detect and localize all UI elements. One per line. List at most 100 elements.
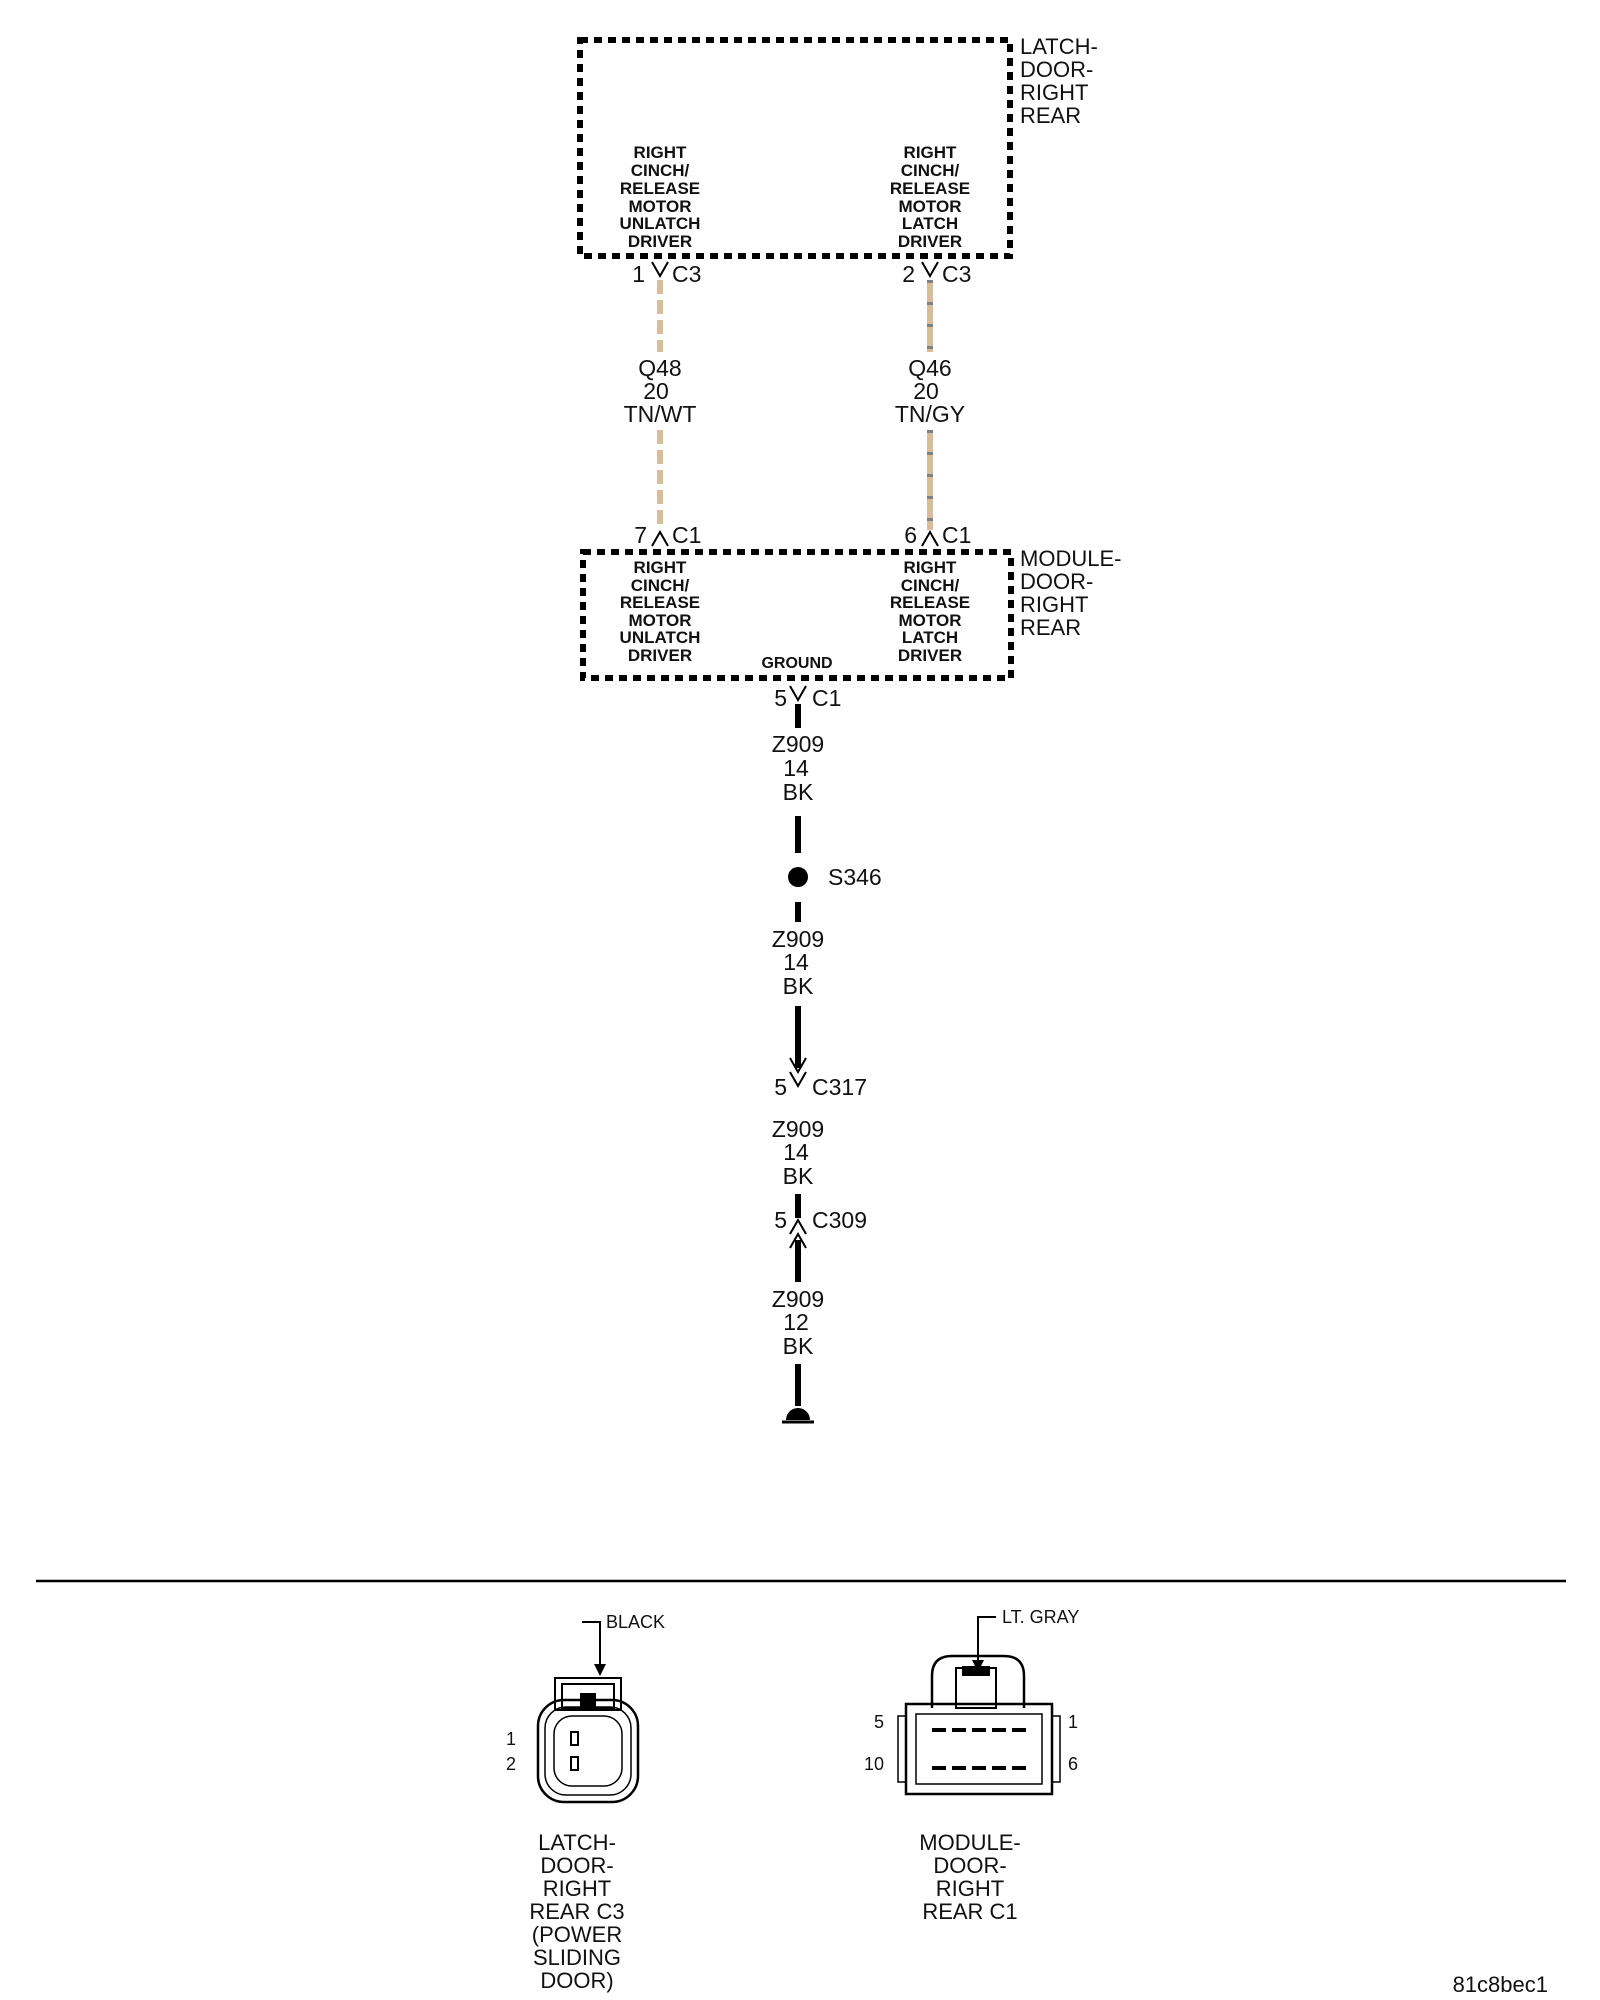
wire-circuit: Z909 (772, 1286, 824, 1312)
latch-component-name: LATCH- DOOR- RIGHT REAR (1020, 34, 1098, 128)
pin-function-line: LATCH (902, 628, 958, 647)
pin-function-line: UNLATCH (620, 628, 701, 647)
cavity-number: 2 (902, 261, 915, 287)
module-pin7-function: RIGHT CINCH/ RELEASE MOTOR UNLATCH DRIVE… (620, 558, 701, 665)
connector-name: C309 (812, 1207, 867, 1233)
wire-circuit: Q46 (908, 355, 951, 381)
wire-q48-label: Q48 20 TN/WT (624, 355, 697, 427)
cavity-number: 1 (632, 261, 645, 287)
diagram-id: 81c8bec1 (1453, 1972, 1548, 1997)
wire-circuit: Z909 (772, 1116, 824, 1142)
caption-line: DOOR- (540, 1853, 613, 1878)
connector-housing-inner (544, 1706, 632, 1796)
cavity-number: 6 (904, 522, 917, 548)
caption-line: DOOR) (540, 1968, 613, 1993)
pin-function-line: DRIVER (898, 232, 962, 251)
inline-connector-c317: 5 C317 (774, 1057, 867, 1100)
connector-name: C1 (672, 522, 701, 548)
pin-number: 5 (874, 1712, 884, 1732)
color-leader-line (977, 1616, 996, 1667)
pin-number: 6 (1068, 1754, 1078, 1774)
wire-color: TN/GY (895, 401, 965, 427)
terminal-row-bottom (932, 1766, 1026, 1770)
latch-pin1-connector: 1 C3 (632, 261, 701, 287)
connector-symbol (921, 529, 939, 547)
pin-number: 1 (1068, 1712, 1078, 1732)
connector-name: C3 (942, 261, 971, 287)
wire-z909-a-label: Z909 14 BK (772, 731, 824, 805)
latch-name-line: DOOR- (1020, 57, 1093, 82)
pin-number: 2 (506, 1754, 516, 1774)
wire-color: BK (783, 779, 814, 805)
module-pin5-connector: 5 C1 (774, 685, 841, 711)
latch-pin2-connector: 2 C3 (902, 261, 971, 287)
wire-q46-label: Q46 20 TN/GY (895, 355, 965, 427)
pin-function-line: MOTOR (629, 197, 692, 216)
latch-pin1-function: RIGHT CINCH/ RELEASE MOTOR UNLATCH DRIVE… (620, 143, 701, 251)
connector-symbol (789, 1057, 807, 1075)
connector-face (915, 1713, 1043, 1785)
module-component-box (580, 549, 1014, 681)
connector-symbol (789, 685, 807, 703)
wire-color: BK (783, 1163, 814, 1189)
caption-line: LATCH- (538, 1830, 616, 1855)
wire-z909-d-label: Z909 12 BK (772, 1286, 824, 1359)
pin-function-line: UNLATCH (620, 214, 701, 233)
caption-line: REAR C1 (922, 1899, 1017, 1924)
pin-function-line: CINCH/ (631, 161, 690, 180)
cavity-number: 5 (774, 685, 787, 711)
wire-gauge: 12 (783, 1309, 809, 1335)
connector-name: C1 (812, 685, 841, 711)
pin-number: 1 (506, 1729, 516, 1749)
wire-color: BK (783, 1333, 814, 1359)
caption-line: RIGHT (936, 1876, 1004, 1901)
pin-function-line: RIGHT (634, 143, 688, 162)
housing-rib-left (897, 1715, 907, 1783)
connector-face (553, 1715, 623, 1787)
pin-function-line: RIGHT (904, 558, 958, 577)
connector-symbol (651, 261, 669, 279)
connector-symbol (789, 1071, 807, 1089)
housing-rib-right (1051, 1715, 1061, 1783)
caption-line: MODULE- (919, 1830, 1020, 1855)
caption-line: REAR C3 (529, 1899, 624, 1924)
wire-circuit: Z909 (772, 731, 824, 757)
module-name-line: MODULE- (1020, 546, 1121, 571)
connector-housing (904, 1702, 1054, 1796)
cavity-number: 5 (774, 1207, 787, 1233)
wire-z909-c-label: Z909 14 BK (772, 1116, 824, 1189)
pin-function-line: CINCH/ (901, 161, 960, 180)
cavity-number: 7 (634, 522, 647, 548)
wire-gauge: 14 (783, 1139, 809, 1165)
cavity-number: 5 (774, 1074, 787, 1100)
module-component-name: MODULE- DOOR- RIGHT REAR (1020, 546, 1121, 640)
connector-symbol (651, 529, 669, 547)
wire-gauge: 20 (643, 378, 669, 404)
pin-function-line: MOTOR (629, 611, 692, 630)
latch-name-line: LATCH- (1020, 34, 1098, 59)
module-name-line: REAR (1020, 615, 1081, 640)
module-connector-view: LT. GRAY 5 1 10 6 (864, 1607, 1079, 1796)
ground-symbol (782, 1408, 814, 1424)
pin-function-line: DRIVER (628, 232, 692, 251)
wire-circuit: Q48 (638, 355, 681, 381)
color-leader-line (582, 1621, 601, 1671)
connector-symbol (789, 1231, 807, 1249)
connector-lock (962, 1666, 990, 1676)
pin-function-line: LATCH (902, 214, 958, 233)
connector-latch-tab (554, 1677, 622, 1711)
wire-gauge: 20 (913, 378, 939, 404)
pin-function-line: DRIVER (898, 646, 962, 665)
splice-label: S346 (828, 864, 882, 890)
pin-number: 10 (864, 1754, 884, 1774)
module-connector-caption: MODULE- DOOR- RIGHT REAR C1 (919, 1830, 1020, 1924)
terminal-cavity (570, 1731, 579, 1746)
wire-gauge: 14 (783, 949, 809, 975)
latch-name-line: REAR (1020, 103, 1081, 128)
connector-symbol (789, 1217, 807, 1235)
module-pin6-connector: 6 C1 (904, 522, 971, 548)
connector-name: C1 (942, 522, 971, 548)
latch-connector-view: BLACK 1 2 (506, 1612, 665, 1804)
wire-z909-b-label: Z909 14 BK (772, 926, 824, 999)
pin-function-line: CINCH/ (631, 576, 690, 595)
